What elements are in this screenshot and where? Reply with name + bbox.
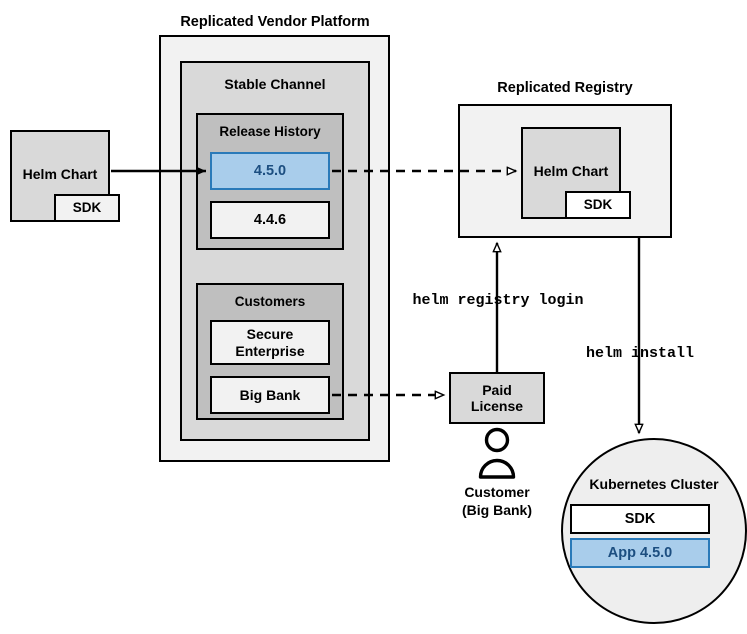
helm-registry-login-command: helm registry login: [412, 292, 584, 309]
release-item-4-4-6[interactable]: 4.4.6: [210, 201, 330, 239]
source-sdk-label: SDK: [72, 200, 102, 216]
customer-actor-caption: Customer (Big Bank): [432, 484, 562, 519]
cluster-item-sdk: SDK: [570, 504, 710, 534]
cluster-item-app: App 4.5.0: [570, 538, 710, 568]
vendor-platform-title: Replicated Vendor Platform: [180, 14, 370, 30]
release-item-4-5-0[interactable]: 4.5.0: [210, 152, 330, 190]
cluster-item-label: SDK: [624, 510, 656, 527]
cluster-item-label: App 4.5.0: [607, 544, 673, 561]
customer-name-label: Secure Enterprise: [235, 326, 305, 359]
registry-title: Replicated Registry: [497, 80, 633, 96]
registry-sdk-box: SDK: [565, 191, 631, 219]
release-version-label: 4.5.0: [253, 162, 287, 179]
source-helm-chart-label: Helm Chart: [22, 166, 98, 182]
paid-license-line-2: License: [470, 398, 524, 414]
customer-name-label: Big Bank: [239, 386, 301, 403]
customer-item-secure-enterprise[interactable]: Secure Enterprise: [210, 320, 330, 365]
customer-item-big-bank[interactable]: Big Bank: [210, 376, 330, 414]
registry-helm-chart-label: Helm Chart: [533, 163, 609, 179]
customer-person-icon: [474, 427, 520, 479]
paid-license-box: Paid License: [449, 372, 545, 424]
customer-caption-line-1: Customer: [464, 484, 530, 500]
release-version-label: 4.4.6: [253, 211, 287, 228]
registry-sdk-label: SDK: [583, 197, 613, 213]
paid-license-line-1: Paid: [482, 381, 512, 398]
customer-caption-line-2: (Big Bank): [462, 501, 532, 518]
source-sdk-box: SDK: [54, 194, 120, 222]
helm-install-command: helm install: [585, 345, 695, 362]
